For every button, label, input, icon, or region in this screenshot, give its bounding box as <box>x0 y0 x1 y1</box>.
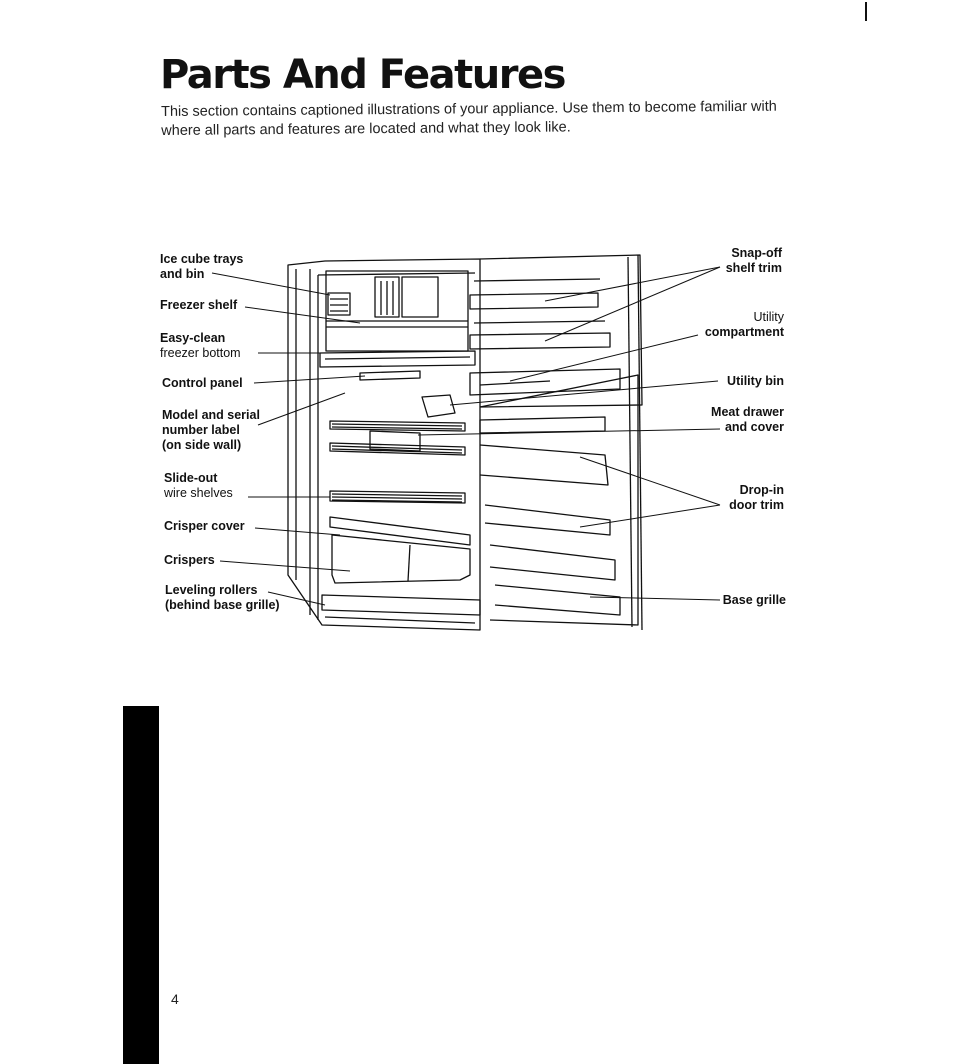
open-doors <box>469 254 643 631</box>
label-drop-in: Drop-in door trim <box>729 483 784 512</box>
page-edge-mark <box>865 2 867 21</box>
label-leveling-rollers: Leveling rollers (behind base grille) <box>165 583 280 612</box>
page-number: 4 <box>171 991 179 1007</box>
refrigerator-illustration <box>211 254 721 631</box>
label-crisper-cover: Crisper cover <box>164 519 245 533</box>
page-title: Parts And Features <box>160 52 566 98</box>
label-crispers: Crispers <box>164 553 215 567</box>
section-tab-bar <box>123 706 159 1064</box>
wire-shelves <box>329 420 466 504</box>
label-ice-cube-trays: Ice cube trays and bin <box>160 252 244 281</box>
label-base-grille: Base grille <box>722 593 786 607</box>
leader-lines <box>211 266 721 606</box>
label-meat-drawer: Meat drawer and cover <box>711 405 784 434</box>
label-slide-out: Slide-out wire shelves <box>164 471 233 500</box>
label-utility-compartment: Utility compartment <box>704 310 784 339</box>
cabinet-outline <box>287 258 481 631</box>
label-freezer-shelf: Freezer shelf <box>160 298 238 312</box>
label-easy-clean: Easy-clean freezer bottom <box>160 331 241 360</box>
label-utility-bin: Utility bin <box>727 374 784 388</box>
intro-paragraph: This section contains captioned illustra… <box>161 98 777 139</box>
label-model-serial: Model and serial number label (on side w… <box>162 408 260 452</box>
refrigerator-diagram: Ice cube trays and bin Freezer shelf Eas… <box>150 235 810 655</box>
label-snap-off: Snap-off shelf trim <box>725 246 782 275</box>
label-control-panel: Control panel <box>162 376 243 390</box>
